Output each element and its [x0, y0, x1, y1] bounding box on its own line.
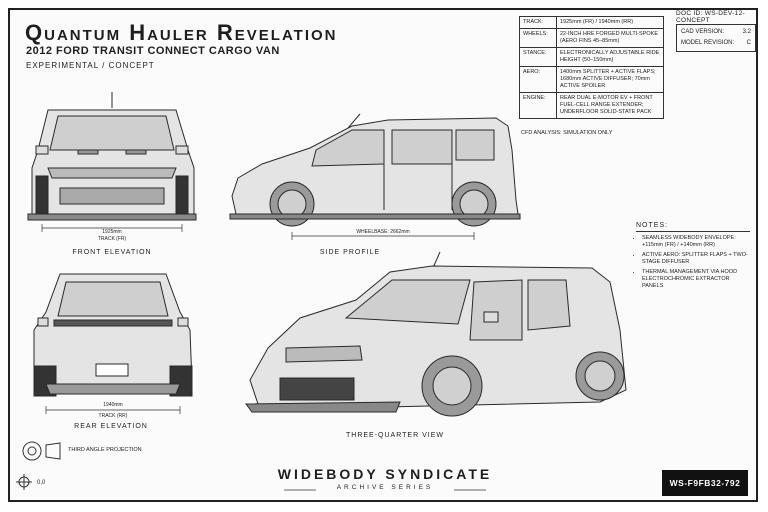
series-name: ARCHIVE SERIES: [336, 484, 434, 491]
cfd-note: CFD ANALYSIS: SIMULATION ONLY: [521, 130, 613, 136]
spec-table: TRACK:1925mm (FR) / 1940mm (RR) WHEELS:2…: [519, 16, 664, 119]
spec-row: AERO:1400mm SPLITTER + ACTIVE FLAPS; 168…: [519, 66, 664, 93]
rear-elevation-drawing: [33, 273, 193, 397]
notes-heading: NOTES:: [636, 222, 750, 232]
spec-value: REAR DUAL E-MOTOR EV + FRONT FUEL-CELL R…: [556, 92, 664, 119]
spec-key: TRACK:: [519, 16, 557, 29]
crosshair-icon: [16, 474, 32, 490]
spec-key: WHEELS:: [519, 28, 557, 48]
model-revision-value: C: [746, 40, 751, 46]
spec-row: STANCE:ELECTRONICALLY ADJUSTABLE RIDE HE…: [519, 47, 664, 67]
spec-value: ELECTRONICALLY ADJUSTABLE RIDE HEIGHT (5…: [556, 47, 664, 67]
front-track-dimension: [41, 224, 183, 232]
concept-tag: EXPERIMENTAL / CONCEPT: [26, 61, 155, 70]
front-elevation-drawing: [27, 92, 197, 221]
page-title: Quantum Hauler Revelation: [25, 20, 338, 45]
rear-track-value: 1940mm: [103, 402, 123, 408]
front-track-value: 1925mm: [102, 229, 122, 235]
side-profile-label: SIDE PROFILE: [319, 249, 381, 256]
spec-row: TRACK:1925mm (FR) / 1940mm (RR): [519, 16, 664, 29]
cad-version-value: 3.2: [742, 29, 751, 35]
note-item: THERMAL MANAGEMENT VIA HOOD ELECTROCHROM…: [642, 269, 750, 290]
model-revision-label: MODEL REVISION:: [681, 40, 735, 46]
three-quarter-label: THREE-QUARTER VIEW: [346, 432, 444, 439]
spec-key: ENGINE:: [519, 92, 557, 119]
rear-track-dimension: [45, 406, 181, 414]
projection-label: THIRD ANGLE PROJECTION: [68, 447, 142, 453]
note-item: SEAMLESS WIDEBODY ENVELOPE: +115mm (FR) …: [642, 235, 750, 249]
cad-version-label: CAD VERSION:: [681, 29, 725, 35]
spec-key: AERO:: [519, 66, 557, 93]
spec-value: 22-INCH HRE FORGED MULTI-SPOKE (AERO FIN…: [556, 28, 664, 48]
spec-row: WHEELS:22-INCH HRE FORGED MULTI-SPOKE (A…: [519, 28, 664, 48]
cad-box: CAD VERSION: 3.2 MODEL REVISION: C: [676, 24, 756, 52]
front-track-note: TRACK (FR): [97, 236, 127, 242]
rear-track-note: TRACK (RR): [98, 413, 128, 419]
wheelbase-value: WHEELBASE: 2662mm: [356, 229, 410, 235]
side-profile-drawing: [229, 113, 521, 227]
rear-elevation-label: REAR ELEVATION: [74, 423, 148, 430]
origin-coords: 0,0: [37, 480, 46, 486]
spec-row: ENGINE:REAR DUAL E-MOTOR EV + FRONT FUEL…: [519, 92, 664, 119]
sheet-number: WS-F9FB32-792: [662, 470, 748, 496]
spec-value: 1925mm (FR) / 1940mm (RR): [556, 16, 664, 29]
note-item: ACTIVE AERO: SPLITTER FLAPS + TWO-STAGE …: [642, 252, 750, 266]
wheelbase-dimension: [291, 232, 475, 240]
spec-value: 1400mm SPLITTER + ACTIVE FLAPS; 1680mm A…: [556, 66, 664, 93]
doc-id: DOC ID: WS-DEV-12-CONCEPT: [676, 10, 745, 24]
three-quarter-drawing: [245, 251, 627, 417]
vehicle-subtitle: 2012 FORD TRANSIT CONNECT CARGO VAN: [26, 45, 280, 57]
spec-key: STANCE:: [519, 47, 557, 67]
notes-panel: NOTES: SEAMLESS WIDEBODY ENVELOPE: +115m…: [636, 222, 750, 293]
third-angle-projection-icon: [22, 441, 61, 461]
brand-name: WIDEBODY SYNDICATE: [277, 466, 493, 482]
front-elevation-label: FRONT ELEVATION: [72, 249, 152, 256]
